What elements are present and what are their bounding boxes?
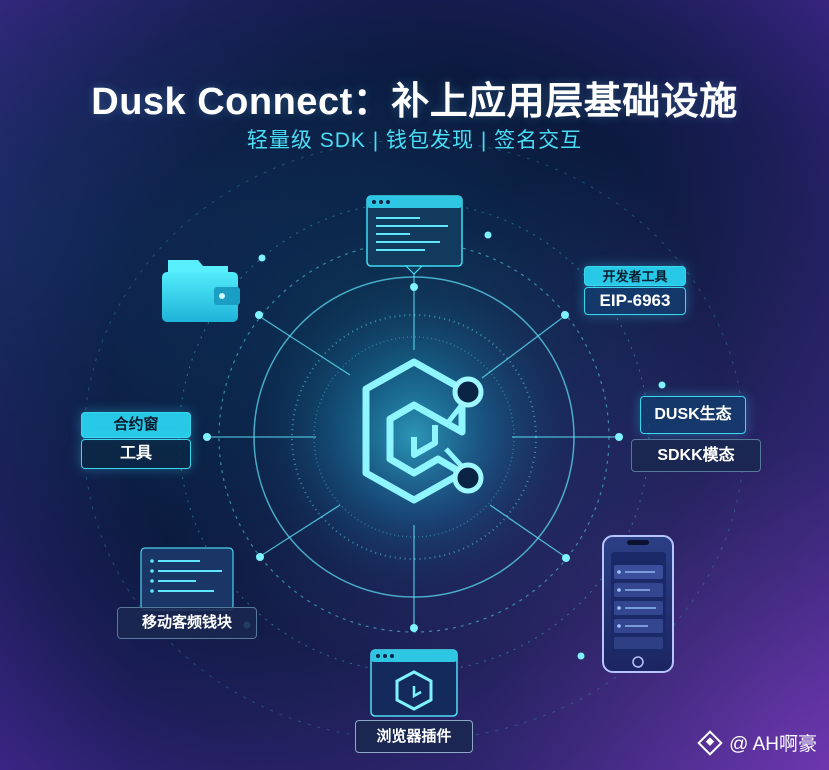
browser-plugin-label: 浏览器插件 [355,720,473,753]
top-code-window-icon [366,195,463,275]
dusk-connect-logo-icon [362,358,484,504]
contract-label: 工具 [81,439,191,469]
dusk-ecosystem-label: SDKK模态 [631,439,761,472]
page-title: Dusk Connect：补上应用层基础设施 [91,81,738,123]
watermark-text: @ AH啊豪 [729,734,817,755]
diamond-logo-icon [697,729,723,756]
left-code-window-icon [140,547,234,611]
dusk-ecosystem-header: DUSK生态 [640,396,746,434]
dev-tools-header: 开发者工具 [584,266,686,286]
browser-window-icon [370,649,458,717]
page-subtitle: 轻量级 SDK | 钱包发现 | 签名交互 [246,129,583,152]
wallet-icon [162,260,240,322]
watermark: @ AH啊豪 [697,729,817,756]
smartphone-icon [602,535,674,673]
mobile-wallet-label: 移动客频钱块 [117,607,257,639]
spokes [208,262,618,628]
contract-header: 合约窗 [81,412,191,438]
dev-tools-label: EIP-6963 [584,287,686,315]
